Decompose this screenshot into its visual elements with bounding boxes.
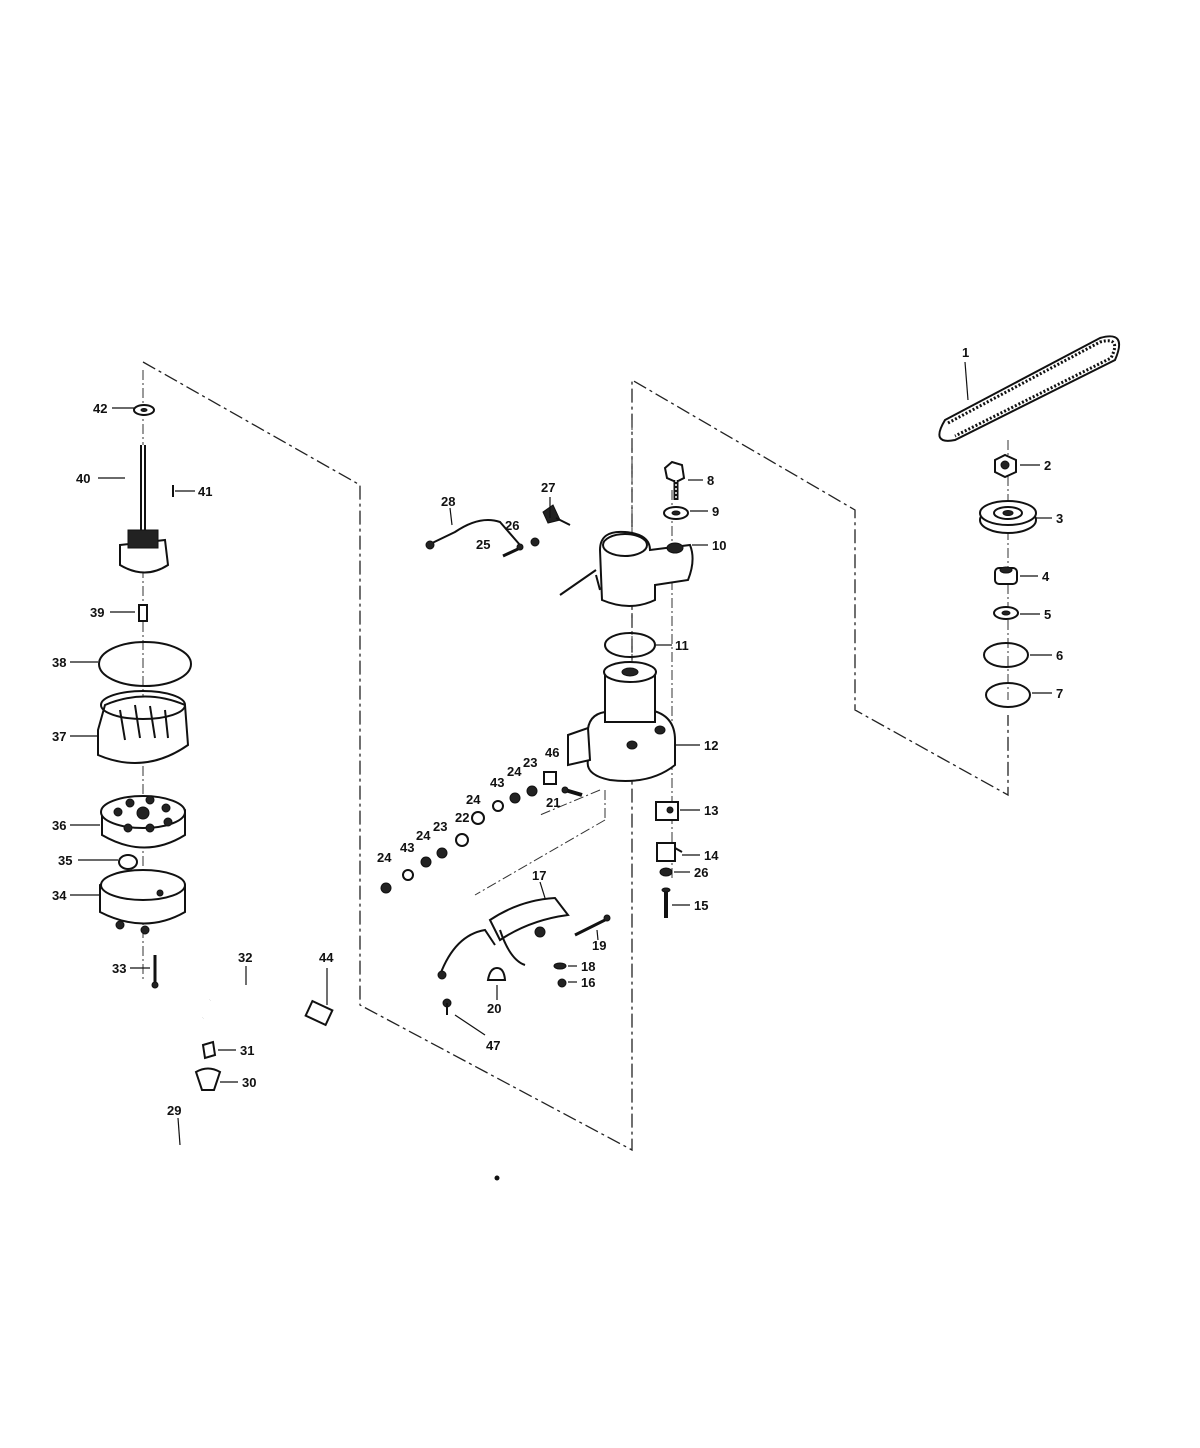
- callout-43-lower: 43: [400, 840, 414, 855]
- callout-32: 32: [238, 950, 252, 965]
- boot-cap: [194, 1067, 222, 1091]
- callout-14: 14: [704, 848, 719, 863]
- magnet-plate: [100, 795, 186, 849]
- seal-ring: [985, 682, 1031, 708]
- snap-ring: [983, 642, 1029, 668]
- callout-47: 47: [486, 1038, 500, 1053]
- mounting-screw: [661, 887, 671, 918]
- terminal-block: [655, 801, 679, 821]
- lock-washer: [659, 867, 673, 877]
- connector-screw: [542, 504, 571, 526]
- top-washer: [133, 404, 155, 416]
- distributor-housing: [567, 661, 676, 782]
- trigger-module-bracket: [437, 896, 570, 980]
- callout-12: 12: [704, 738, 718, 753]
- drive-belt: [938, 335, 1120, 442]
- bracket-clamp: [559, 530, 694, 607]
- callout-28: 28: [441, 494, 455, 509]
- callout-44: 44: [319, 950, 334, 965]
- hose-bend: [106, 1016, 204, 1065]
- callout-21: 21: [546, 795, 560, 810]
- callout-1: 1: [962, 345, 969, 360]
- callout-leaders: [70, 361, 1052, 1146]
- callout-9: 9: [712, 504, 719, 519]
- pulley: [979, 500, 1037, 534]
- callout-20: 20: [487, 1001, 501, 1016]
- spacer-hardware-lower: [380, 833, 469, 894]
- base-screw: [151, 955, 159, 989]
- callout-3: 3: [1056, 511, 1063, 526]
- o-ring: [604, 632, 656, 658]
- callout-13: 13: [704, 803, 718, 818]
- center-nut: [118, 854, 138, 870]
- callout-2: 2: [1044, 458, 1051, 473]
- terminal-clip: [656, 842, 683, 862]
- callout-38: 38: [52, 655, 66, 670]
- u-tube: [135, 1103, 207, 1161]
- callout-24-b: 24: [466, 792, 481, 807]
- callout-18: 18: [581, 959, 595, 974]
- callout-17: 17: [532, 868, 546, 883]
- stud-bolt: [561, 786, 583, 797]
- callout-39: 39: [90, 605, 104, 620]
- callout-19: 19: [592, 938, 606, 953]
- hose-clip: [201, 1040, 217, 1060]
- callout-22: 22: [455, 810, 469, 825]
- callout-11: 11: [675, 638, 689, 653]
- callout-26-upper: 26: [505, 518, 519, 533]
- callout-37: 37: [52, 729, 66, 744]
- callout-24-c: 24: [416, 828, 431, 843]
- callout-42: 42: [93, 401, 107, 416]
- spark-lead-tube: [209, 982, 334, 1027]
- callout-25: 25: [476, 537, 490, 552]
- callout-27: 27: [541, 480, 555, 495]
- callout-16: 16: [581, 975, 595, 990]
- pulley-nut: [994, 453, 1017, 479]
- callout-8: 8: [707, 473, 714, 488]
- wire-lead: [425, 519, 521, 550]
- callout-41: 41: [198, 484, 212, 499]
- washer-small: [553, 962, 567, 970]
- callout-33: 33: [112, 961, 126, 976]
- pulley-hub-nut: [994, 566, 1018, 585]
- scan-speck: [494, 1175, 500, 1181]
- large-o-ring: [98, 641, 192, 687]
- callout-26-lower: 26: [694, 865, 708, 880]
- callout-6: 6: [1056, 648, 1063, 663]
- flywheel-cup: [97, 690, 190, 764]
- long-screw: [574, 914, 611, 937]
- small-screw: [502, 537, 540, 558]
- rotor-shaft-assembly: [119, 445, 170, 574]
- spacer-hardware-upper: [471, 771, 557, 825]
- callout-40: 40: [76, 471, 90, 486]
- pulley-washer: [993, 606, 1019, 620]
- rotor-pin: [138, 604, 148, 622]
- callout-35: 35: [58, 853, 72, 868]
- bolt-washer: [663, 506, 689, 520]
- callout-23-lower: 23: [433, 819, 447, 834]
- callout-31: 31: [240, 1043, 254, 1058]
- callout-36: 36: [52, 818, 66, 833]
- callout-43-upper: 43: [490, 775, 504, 790]
- cap-nut: [486, 966, 507, 981]
- callout-24-d: 24: [377, 850, 392, 865]
- callout-4: 4: [1042, 569, 1050, 584]
- screw-small: [557, 978, 567, 988]
- callout-34: 34: [52, 888, 67, 903]
- base-plate: [99, 869, 186, 935]
- callout-23-upper: 23: [523, 755, 537, 770]
- callout-29: 29: [167, 1103, 181, 1118]
- screw-bottom: [442, 998, 452, 1015]
- callout-labels: 1 2 3 4 5 6 7 8 9 10 11 12 13 14 15 16 1…: [52, 345, 1063, 1118]
- callout-24-a: 24: [507, 764, 522, 779]
- callout-7: 7: [1056, 686, 1063, 701]
- callout-30: 30: [242, 1075, 256, 1090]
- callout-46: 46: [545, 745, 559, 760]
- callout-5: 5: [1044, 607, 1051, 622]
- callout-15: 15: [694, 898, 708, 913]
- bolt: [663, 460, 686, 500]
- callout-10: 10: [712, 538, 726, 553]
